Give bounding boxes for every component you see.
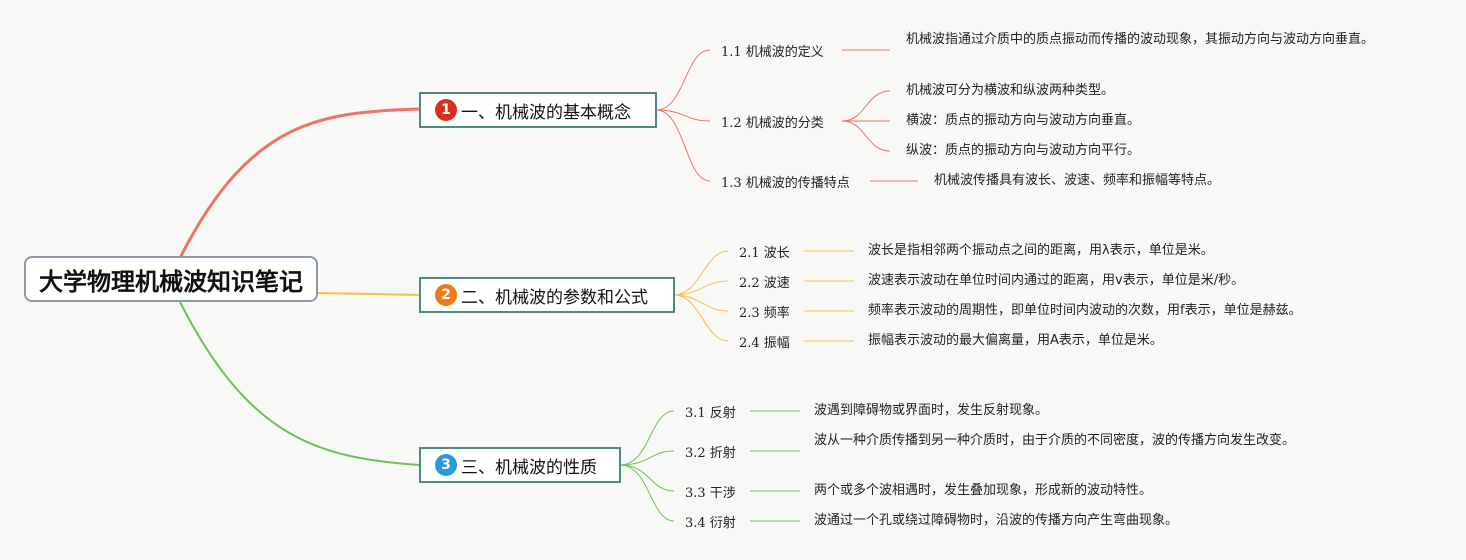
- detail-2-1[interactable]: 波长是指相邻两个振动点之间的距离，用λ表示，单位是米。: [868, 243, 1214, 258]
- subtopic-3-1[interactable]: 3.1 反射: [685, 406, 736, 421]
- connector-b2-item-2: [673, 280, 729, 296]
- branch-topic-properties[interactable]: 3 三、机械波的性质: [419, 447, 621, 483]
- subtopic-1-3[interactable]: 1.3 机械波的传播特点: [721, 176, 850, 191]
- detail-3-3[interactable]: 两个或多个波相遇时，发生叠加现象，形成新的波动特性。: [814, 483, 1153, 498]
- detail-3-1[interactable]: 波遇到障碍物或界面时，发生反射现象。: [814, 403, 1049, 418]
- connector-b2-item-4: [673, 294, 729, 342]
- detail-1-2-b[interactable]: 横波：质点的振动方向与波动方向垂直。: [906, 113, 1141, 128]
- detail-1-2-a[interactable]: 机械波可分为横波和纵波两种类型。: [906, 83, 1115, 98]
- connector-root-branch-3: [179, 301, 421, 466]
- root-topic[interactable]: 大学物理机械波知识笔记: [24, 256, 318, 302]
- connector-b1-item-1: [655, 49, 711, 111]
- subtopic-2-3[interactable]: 2.3 频率: [739, 306, 790, 321]
- connector-b2-item-3: [673, 294, 729, 312]
- detail-3-2[interactable]: 波从一种介质传播到另一种介质时，由于介质的不同密度，波的传播方向发生改变。: [814, 433, 1296, 448]
- subtopic-2-4[interactable]: 2.4 振幅: [739, 336, 790, 351]
- number-badge-icon: 1: [435, 99, 457, 121]
- subtopic-3-4[interactable]: 3.4 衍射: [685, 516, 736, 531]
- subtopic-1-2[interactable]: 1.2 机械波的分类: [721, 116, 824, 131]
- connector-root-branch-1: [178, 107, 421, 259]
- connector-b1-item-3: [655, 109, 711, 182]
- subtopic-2-1[interactable]: 2.1 波长: [739, 246, 790, 261]
- connector-b1-detail-2a: [841, 90, 891, 122]
- detail-2-3[interactable]: 频率表示波动的周期性，即单位时间内波动的次数，用f表示，单位是赫兹。: [868, 303, 1302, 318]
- subtopic-3-3[interactable]: 3.3 干涉: [685, 486, 736, 501]
- number-badge-icon: 2: [435, 284, 457, 306]
- connector-b1-detail-2c: [841, 120, 891, 152]
- branch-topic-basic-concepts[interactable]: 1 一、机械波的基本概念: [419, 92, 657, 128]
- detail-2-2[interactable]: 波速表示波动在单位时间内通过的距离，用v表示，单位是米/秒。: [868, 273, 1245, 288]
- branch-label: 三、机械波的性质: [461, 457, 597, 478]
- detail-1-1[interactable]: 机械波指通过介质中的质点振动而传播的波动现象，其振动方向与波动方向垂直。: [906, 32, 1375, 47]
- subtopic-3-2[interactable]: 3.2 折射: [685, 446, 736, 461]
- connector-b1-item-2: [655, 109, 711, 122]
- branch-label: 二、机械波的参数和公式: [461, 287, 648, 308]
- connector-root-branch-2: [317, 292, 421, 296]
- detail-3-4[interactable]: 波通过一个孔或绕过障碍物时，沿波的传播方向产生弯曲现象。: [814, 513, 1179, 528]
- detail-1-3[interactable]: 机械波传播具有波长、波速、频率和振幅等特点。: [934, 173, 1221, 188]
- subtopic-1-1[interactable]: 1.1 机械波的定义: [721, 45, 824, 60]
- connector-b3-item-1: [619, 410, 675, 466]
- branch-topic-parameters-formulas[interactable]: 2 二、机械波的参数和公式: [419, 277, 675, 313]
- number-badge-icon: 3: [435, 454, 457, 476]
- connector-b3-item-3: [619, 464, 675, 492]
- branch-label: 一、机械波的基本概念: [461, 102, 631, 123]
- connector-b3-item-2: [619, 450, 675, 466]
- detail-2-4[interactable]: 振幅表示波动的最大偏离量，用A表示，单位是米。: [868, 333, 1163, 348]
- detail-1-2-c[interactable]: 纵波：质点的振动方向与波动方向平行。: [906, 143, 1141, 158]
- connector-b2-item-1: [673, 250, 729, 296]
- connector-b3-item-4: [619, 464, 675, 522]
- subtopic-2-2[interactable]: 2.2 波速: [739, 276, 790, 291]
